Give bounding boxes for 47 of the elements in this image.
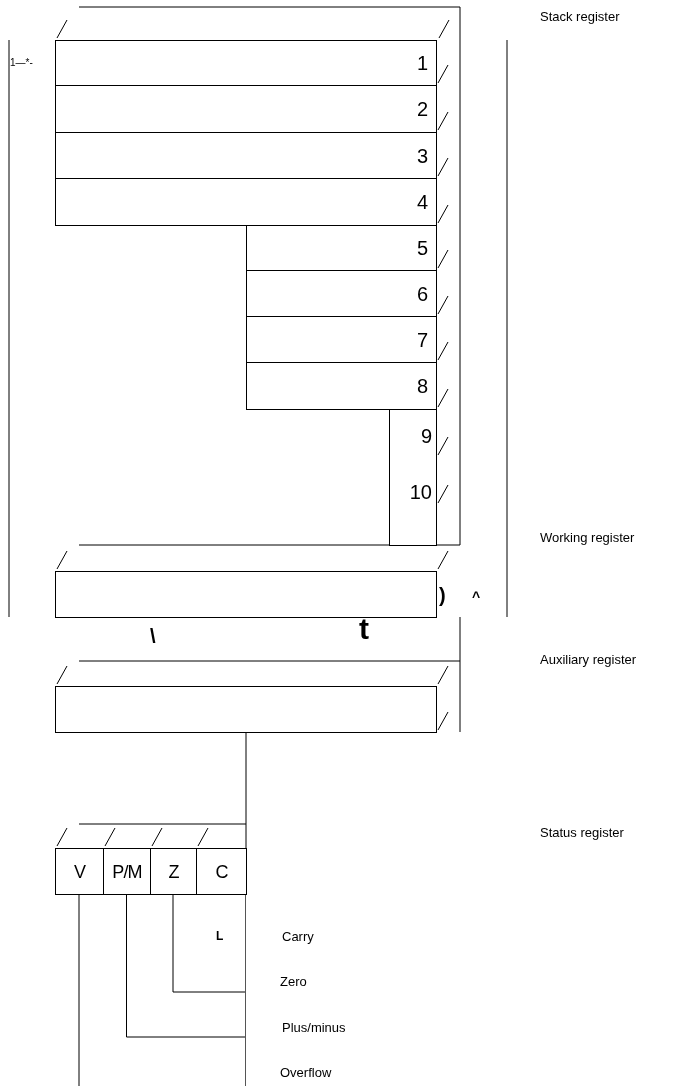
register-number: 10 bbox=[409, 480, 432, 505]
connector-line bbox=[172, 893, 246, 993]
label-text: ) bbox=[439, 585, 446, 605]
label-text: Status register bbox=[540, 826, 624, 839]
register-number: 9 bbox=[420, 424, 432, 449]
label-text: Plus/minus bbox=[282, 1021, 346, 1034]
register-number: V bbox=[73, 860, 86, 884]
register-number: 3 bbox=[416, 143, 428, 169]
label-text: L bbox=[216, 930, 224, 942]
register-cell bbox=[103, 848, 151, 895]
label-text: 1—*- bbox=[10, 58, 33, 68]
label-text: Zero bbox=[280, 975, 307, 988]
label-text: Overflow bbox=[280, 1066, 332, 1079]
label-text: Auxiliary register bbox=[540, 653, 637, 666]
label-text: \ bbox=[150, 626, 156, 646]
register-number: 5 bbox=[416, 236, 428, 261]
register-cell bbox=[150, 848, 197, 895]
register-cell bbox=[246, 270, 437, 317]
register-number: 1 bbox=[416, 51, 428, 76]
register-number: 8 bbox=[416, 374, 428, 399]
register-number: P/M bbox=[112, 860, 142, 884]
label-text: t bbox=[359, 614, 369, 644]
register-box bbox=[55, 571, 437, 618]
label-text: Stack register bbox=[540, 10, 620, 23]
register-number: Z bbox=[168, 860, 179, 884]
connector-line bbox=[126, 893, 246, 1038]
register-cell bbox=[55, 848, 104, 895]
register-number: C bbox=[215, 860, 228, 884]
bus-line bbox=[245, 895, 246, 1086]
register-number: 4 bbox=[416, 190, 428, 215]
register-cell bbox=[55, 85, 437, 133]
label-text: ^ bbox=[472, 590, 481, 604]
register-cell bbox=[246, 316, 437, 363]
register-cell bbox=[55, 40, 437, 86]
register-cell bbox=[55, 132, 437, 179]
register-cell bbox=[389, 409, 437, 546]
register-cell bbox=[55, 178, 437, 226]
connector-line bbox=[245, 731, 247, 849]
register-number: 6 bbox=[416, 281, 428, 307]
register-number: 7 bbox=[416, 327, 428, 353]
register-box bbox=[55, 686, 437, 733]
label-text: Working register bbox=[540, 531, 635, 544]
register-number: 2 bbox=[416, 97, 428, 122]
label-text: Carry bbox=[282, 930, 314, 943]
register-cell bbox=[246, 362, 437, 410]
register-cell bbox=[246, 225, 437, 271]
register-cell bbox=[196, 848, 247, 895]
